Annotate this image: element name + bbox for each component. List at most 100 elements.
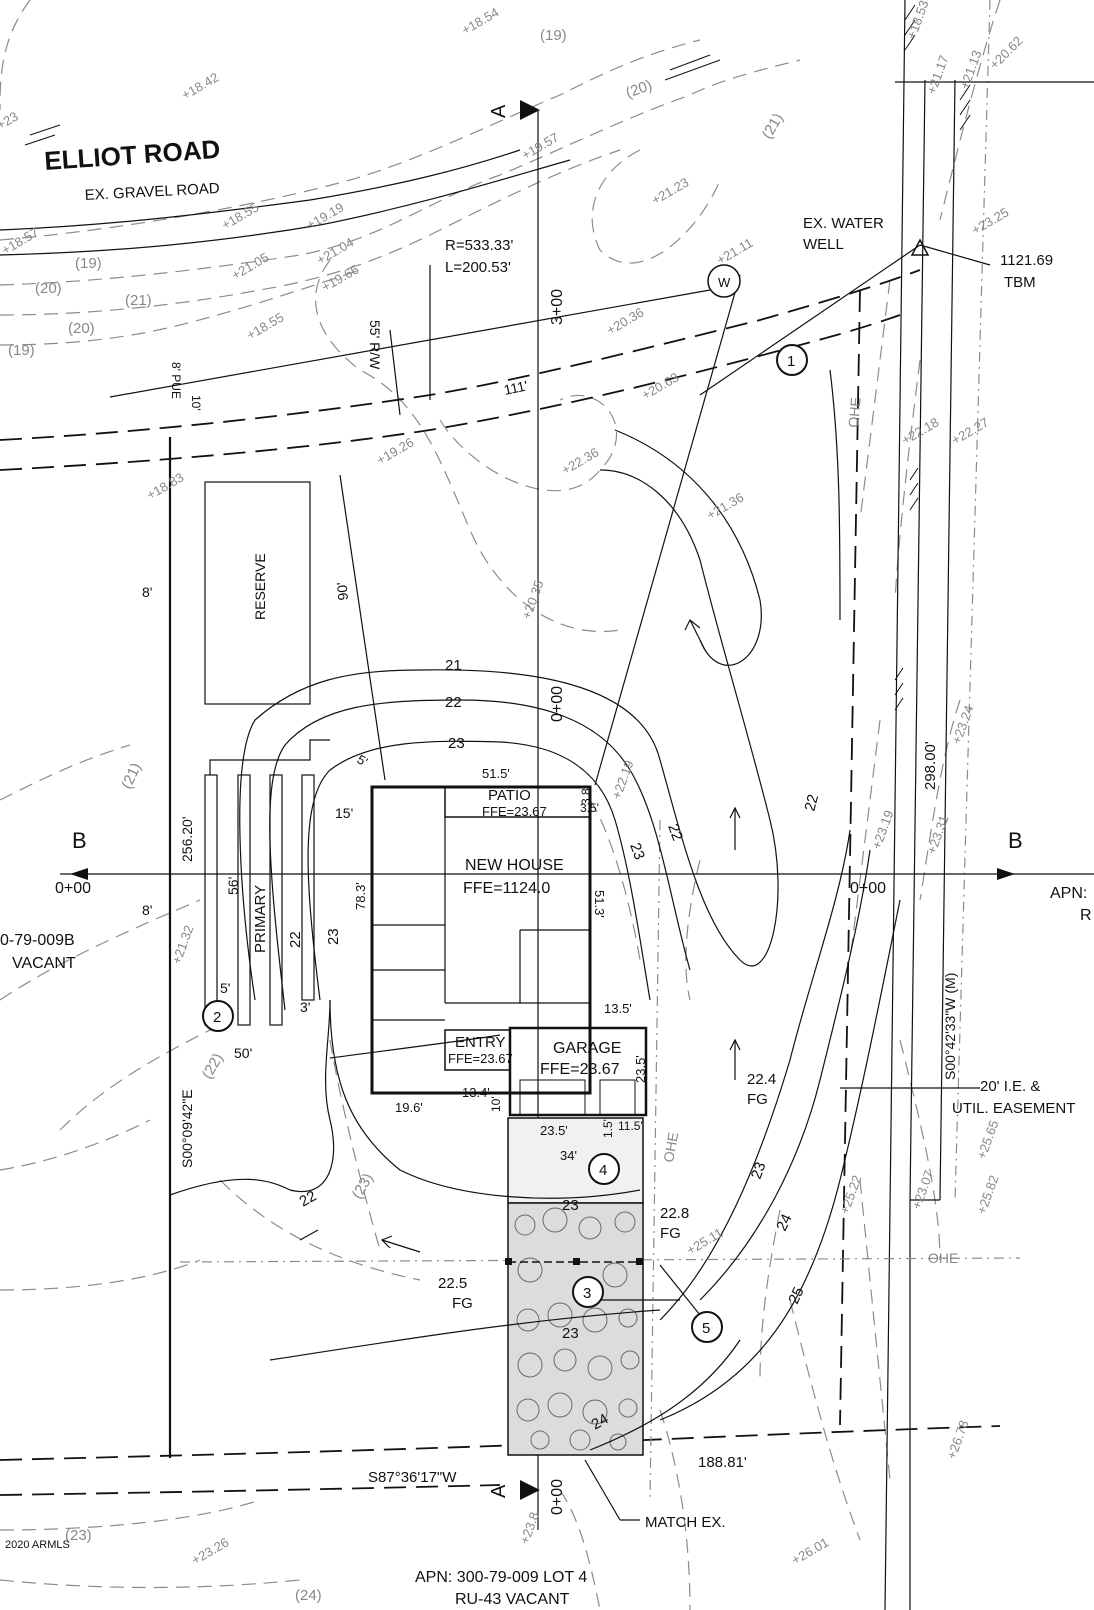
dim-23-5: 23.5' [633, 1055, 648, 1083]
section-markers [70, 100, 1015, 1500]
contour-paren-11: (23) [65, 1527, 92, 1544]
contour-22: 22 [445, 694, 462, 711]
road-name: ELLIOT ROAD [43, 134, 221, 176]
primary-label: PRIMARY [252, 885, 269, 953]
section-b-right: B [1008, 828, 1023, 853]
fg-2b: FG [660, 1225, 681, 1242]
entry-ffe: FFE=23.67 [448, 1051, 513, 1066]
spot-35: +23.26 [189, 1535, 231, 1568]
contour-paren-8: (21) [125, 292, 152, 309]
keynote-1: 1 [787, 353, 795, 370]
dim-15: 15' [335, 805, 353, 821]
spot-18: +19.26 [374, 435, 416, 468]
contour-paren-12: (24) [295, 1587, 322, 1604]
dim-50: 50' [234, 1045, 252, 1061]
tbm-label: TBM [1004, 274, 1036, 291]
spot-31: +25.11 [684, 1225, 725, 1258]
contour-22-d: 22 [287, 931, 304, 948]
spot-29: +25.22 [837, 1173, 865, 1216]
driveway [505, 1117, 644, 1456]
dim-10: 10' [189, 395, 203, 411]
ohe-label-1: OHE [845, 397, 864, 429]
dim-51-5: 51.5' [482, 766, 510, 781]
spot-3: +23 [0, 109, 21, 133]
curve-length: L=200.53' [445, 259, 511, 276]
parcel-west-2: VACANT [12, 955, 76, 972]
flow-arrows [380, 619, 741, 1253]
contour-23-d: 23 [562, 1197, 579, 1214]
section-a-bottom: A [488, 1484, 510, 1498]
dim-8b: 8' [142, 902, 152, 918]
entry-label: ENTRY [455, 1034, 506, 1051]
patio-ffe: FFE=23.67 [482, 804, 547, 819]
dim-1-5: 1.5' [601, 1119, 615, 1138]
spot-34: +26.78 [944, 1418, 972, 1461]
leaders [109, 244, 991, 1521]
dim-56: 56' [225, 877, 241, 895]
spot-26: +23.19 [869, 808, 897, 851]
garage-label: GARAGE [553, 1040, 621, 1057]
spot-10: +21.05 [229, 250, 271, 283]
contour-23-b: 23 [626, 841, 648, 862]
spot-17: +22.36 [559, 445, 601, 478]
contour-25: 25 [785, 1284, 807, 1306]
contour-paren-9: (22) [199, 1050, 227, 1082]
spot-40: +18.53 [904, 0, 932, 41]
tbm-marker [910, 238, 930, 256]
contour-23-e: 23 [562, 1325, 579, 1342]
keynote-markers [202, 344, 808, 1343]
fg-1: 22.4 [747, 1071, 776, 1088]
spot-16: +23.25 [969, 205, 1011, 238]
fg-1b: FG [747, 1091, 768, 1108]
dim-5: 5' [355, 752, 371, 770]
well-label-1: EX. WATER [803, 215, 884, 232]
keynote-5: 5 [702, 1320, 710, 1337]
section-b-left: B [72, 828, 87, 853]
dim-90: 90' [333, 582, 351, 602]
spot-8: +19.19 [304, 200, 346, 233]
dim-11-5: 11.5' [618, 1119, 643, 1133]
keynote-2: 2 [213, 1009, 221, 1026]
spot-12: +18.55 [244, 310, 286, 343]
parcel-south-1: APN: 300-79-009 LOT 4 [415, 1569, 587, 1586]
spot-23: +20.35 [519, 578, 547, 621]
dim-111: 111' [502, 377, 529, 398]
road-surface: EX. GRAVEL ROAD [84, 180, 220, 204]
septic-areas [204, 481, 330, 1026]
bearing-east: S00°42'33"W (M) [942, 973, 958, 1080]
contour-paren-1: (19) [540, 27, 567, 44]
dim-23-5b: 23.5' [540, 1123, 568, 1138]
water-well: W [707, 264, 741, 298]
parcel-east-2: R [1080, 907, 1092, 924]
tbm-elevation: 1121.69 [1000, 252, 1053, 269]
spot-39: +21.13 [957, 48, 985, 91]
fg-3b: FG [452, 1295, 473, 1312]
keynote-4: 4 [599, 1162, 607, 1179]
spot-24: +22.19 [609, 758, 637, 801]
dim-78-3: 78.3' [353, 882, 368, 910]
curve-radius: R=533.33' [445, 237, 513, 254]
dim-8a: 8' [142, 584, 152, 600]
garage-ffe: FFE=23.67 [540, 1061, 620, 1078]
dim-51-3: 51.3' [592, 890, 607, 918]
ohe-label-3: OHE [928, 1250, 958, 1266]
dim-10b: 10' [489, 1096, 503, 1112]
spot-13: +20.36 [604, 305, 646, 338]
contour-paren-10: (23) [349, 1170, 377, 1202]
keynote-3: 3 [583, 1285, 591, 1302]
parcel-east-1: APN: [1050, 885, 1087, 902]
spot-2: +18.42 [179, 70, 221, 103]
dim-13-5: 13.5' [604, 1001, 632, 1016]
well-label-2: WELL [803, 236, 844, 253]
fg-3: 22.5 [438, 1275, 467, 1292]
house-footprint [370, 785, 648, 1117]
spot-1: +18.54 [459, 5, 501, 38]
row-label: 55' R/W [367, 320, 383, 370]
contour-paren-5: (19) [8, 342, 35, 359]
bearing-west: S00°09'42"E [179, 1089, 195, 1168]
parcel-west-1: 0-79-009B [0, 932, 75, 949]
patio-label: PATIO [488, 787, 531, 804]
contour-24-b: 24 [589, 1410, 612, 1433]
existing-contours [0, 0, 1001, 1610]
ohe-label-2: OHE [660, 1131, 681, 1164]
